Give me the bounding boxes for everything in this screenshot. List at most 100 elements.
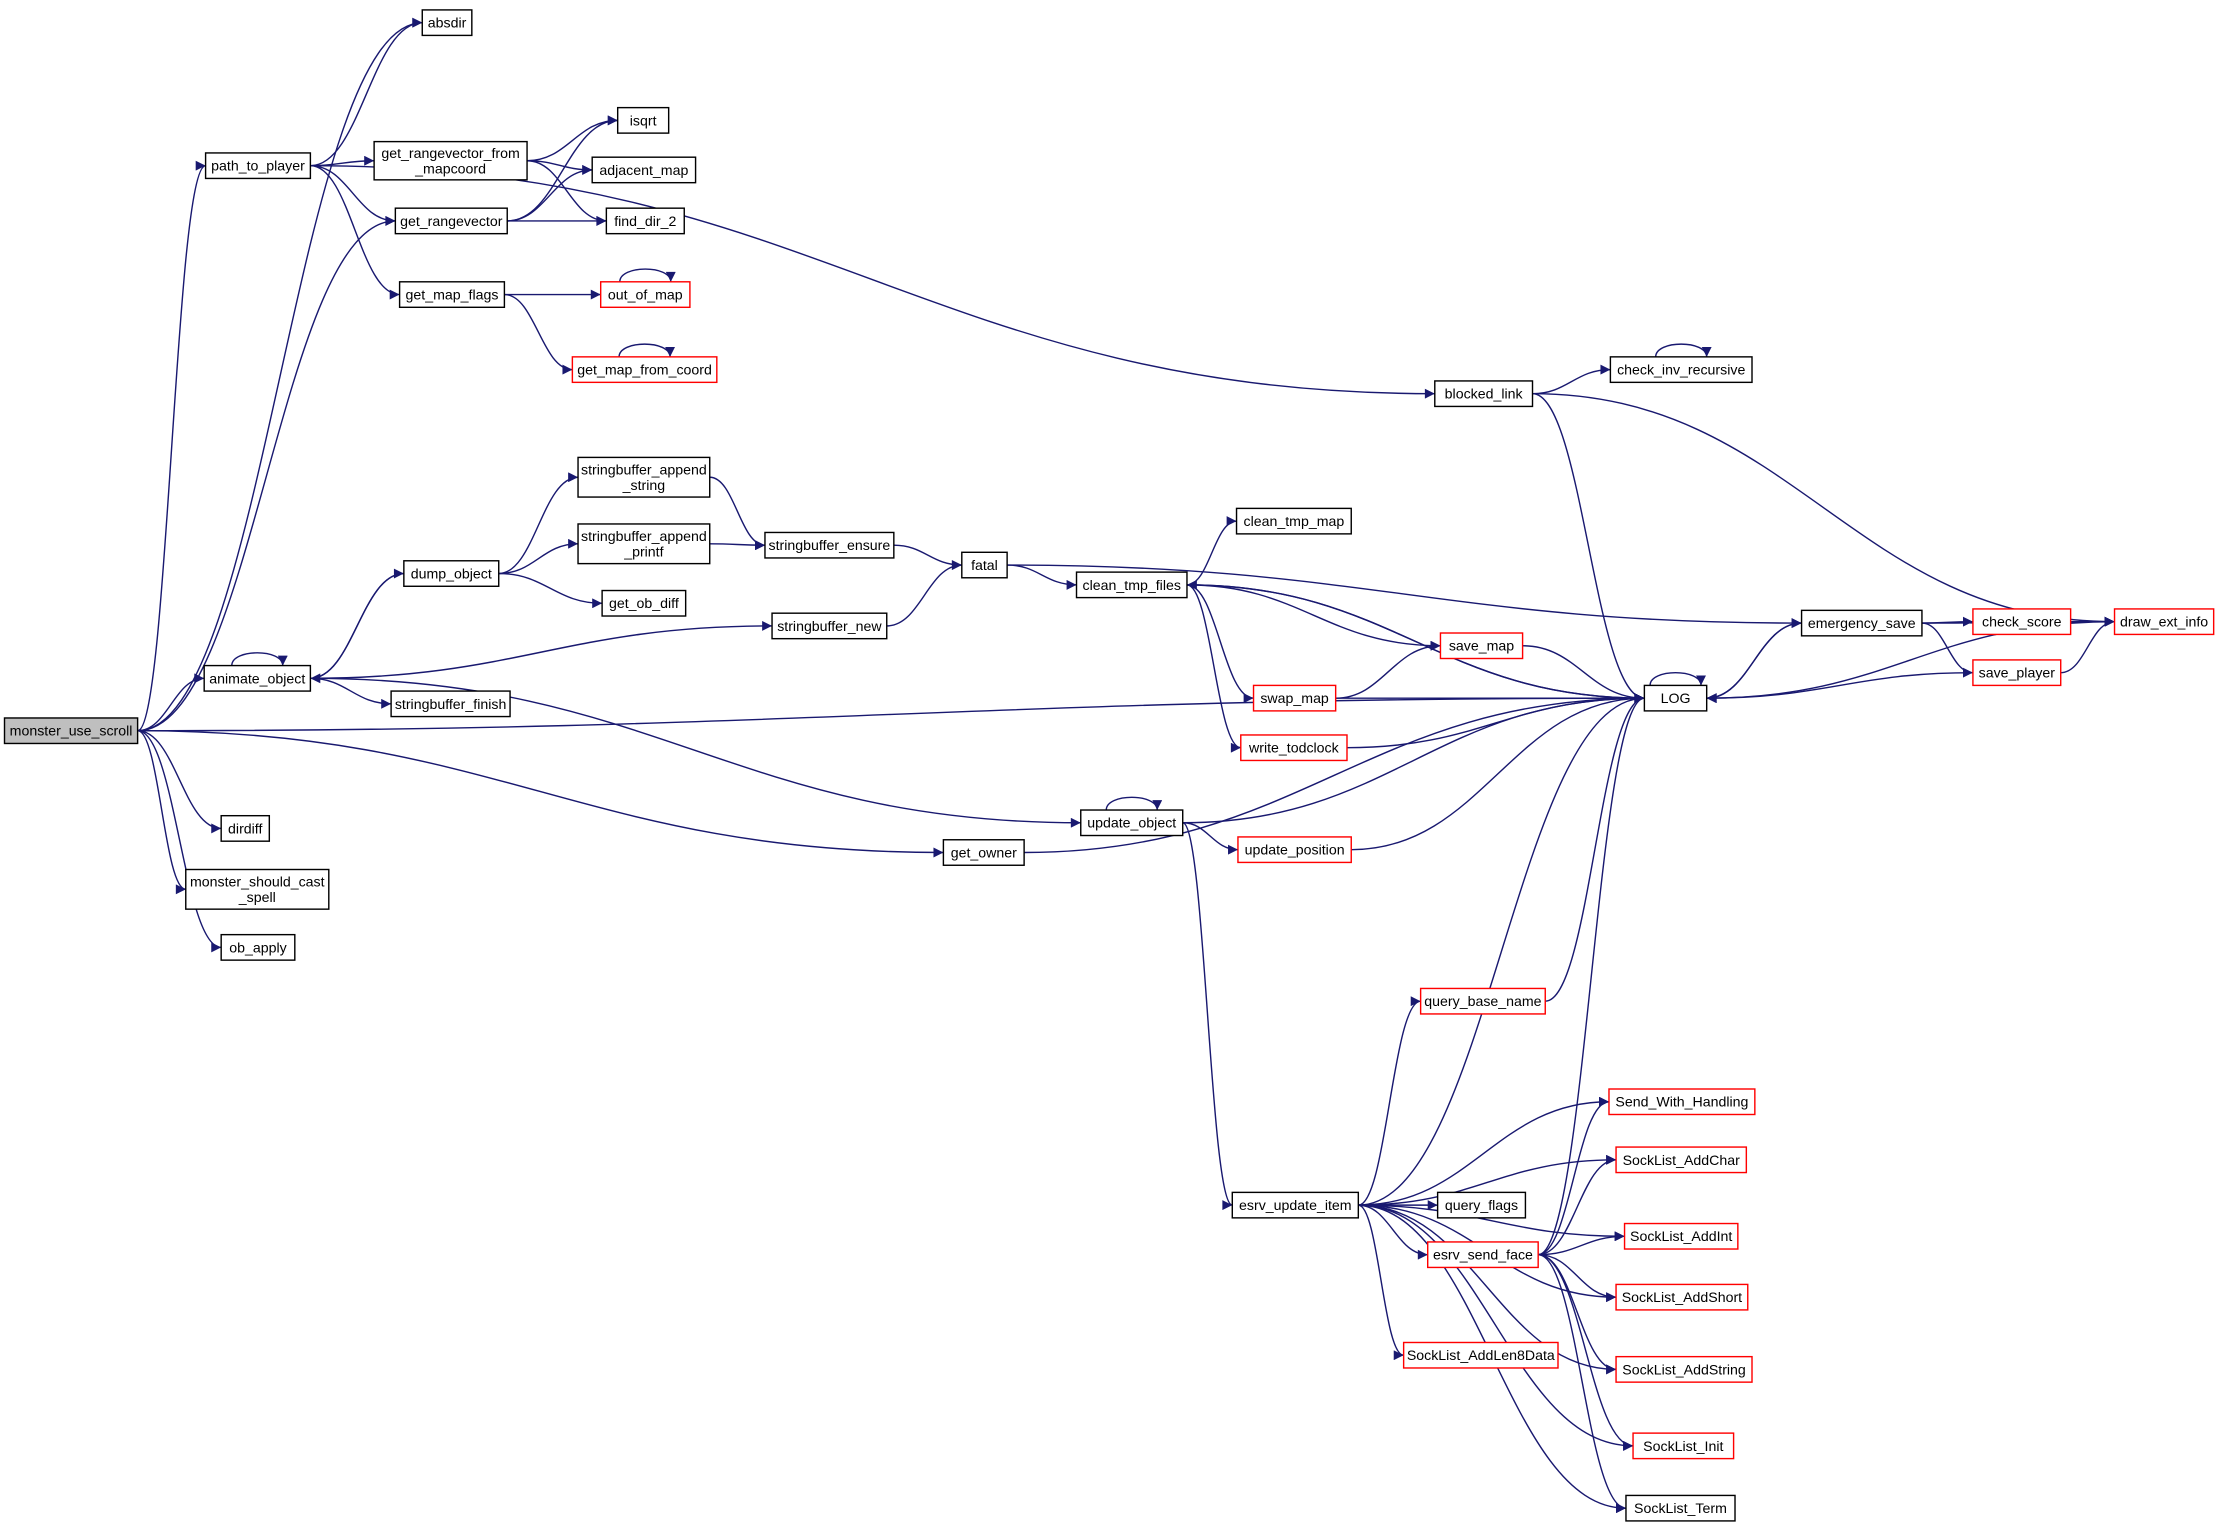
node-update-position[interactable]: update_position <box>1237 836 1352 864</box>
node-update-object[interactable]: update_object <box>1080 809 1184 837</box>
node-check-inv-recursive[interactable]: check_inv_recursive <box>1609 356 1753 384</box>
node-get-ob-diff[interactable]: get_ob_diff <box>601 589 687 617</box>
node-box <box>1075 571 1188 599</box>
edge-blocked-link-to-check-inv-recursive <box>1532 364 1611 395</box>
node-label: stringbuffer_ensure <box>769 538 891 554</box>
node-out-of-map[interactable]: out_of_map <box>599 281 691 309</box>
node-adjacent-map[interactable]: adjacent_map <box>591 156 697 184</box>
node-box <box>1972 608 2072 636</box>
node-box <box>390 690 511 718</box>
edge-esrv-send-face-to-socklist-term <box>1538 1253 1627 1514</box>
node-socklist-addlen8data[interactable]: SockList_AddLen8Data <box>1402 1341 1559 1369</box>
node-emergency-save[interactable]: emergency_save <box>1800 609 1923 637</box>
node-label: SockList_AddShort <box>1622 1290 1742 1306</box>
node-socklist-term[interactable]: SockList_Term <box>1625 1494 1736 1522</box>
node-find-dir-2[interactable]: find_dir_2 <box>605 207 685 235</box>
node-get-map-from-coord[interactable]: get_map_from_coord <box>571 356 718 384</box>
node-esrv-send-face[interactable]: esrv_send_face <box>1427 1241 1539 1269</box>
node-esrv-update-item[interactable]: esrv_update_item <box>1231 1191 1360 1219</box>
node-box <box>616 106 670 134</box>
node-socklist-addstring[interactable]: SockList_AddString <box>1615 1355 1753 1383</box>
node-write-todclock[interactable]: write_todclock <box>1240 734 1348 762</box>
edge-clean-tmp-files-to-swap-map <box>1186 584 1254 704</box>
node-socklist-addchar[interactable]: SockList_AddChar <box>1615 1146 1748 1174</box>
edge-emergency-save-to-log <box>1706 622 1802 704</box>
node-query-flags[interactable]: query_flags <box>1436 1191 1527 1219</box>
node-label: stringbuffer_new <box>777 619 882 635</box>
node-path-to-player[interactable]: path_to_player <box>204 152 312 180</box>
node-stringbuffer-finish[interactable]: stringbuffer_finish <box>390 690 511 718</box>
node-label: get_ob_diff <box>609 596 679 612</box>
node-save-player[interactable]: save_player <box>1972 659 2062 687</box>
node-dirdiff[interactable]: dirdiff <box>220 814 271 842</box>
edge-monster-use-scroll-to-dirdiff <box>137 730 222 834</box>
node-label: get_rangevector_from <box>381 146 520 162</box>
edge-dump-object-to-stringbuffer-append-string <box>498 472 579 575</box>
node-monster-should-cast-spell[interactable]: monster_should_cast_spell <box>185 868 330 910</box>
node-label: Send_With_Handling <box>1615 1095 1748 1111</box>
node-label: LOG <box>1661 691 1691 707</box>
node-label: emergency_save <box>1808 616 1916 632</box>
node-stringbuffer-append-string[interactable]: stringbuffer_append_string <box>577 456 711 498</box>
node-stringbuffer-new[interactable]: stringbuffer_new <box>771 612 888 640</box>
edge-update-object-to-esrv-update-item <box>1182 822 1233 1210</box>
node-get-map-flags[interactable]: get_map_flags <box>398 281 506 309</box>
node-monster-use-scroll[interactable]: monster_use_scroll <box>3 717 139 745</box>
node-box <box>220 933 296 961</box>
node-box <box>571 356 718 384</box>
node-log[interactable]: LOG <box>1643 684 1708 712</box>
edge-esrv-update-item-to-socklist-addlen8data <box>1358 1204 1404 1361</box>
edge-path-to-player-to-blocked-link <box>310 164 1435 399</box>
node-socklist-addshort[interactable]: SockList_AddShort <box>1615 1283 1749 1311</box>
node-get-rangevector-from-mapcoord[interactable]: get_rangevector_from_mapcoord <box>373 140 528 181</box>
node-label: ob_apply <box>229 940 287 956</box>
node-box <box>1080 809 1184 837</box>
node-label: write_todclock <box>1248 741 1340 757</box>
node-socklist-addint[interactable]: SockList_AddInt <box>1623 1222 1739 1250</box>
node-blocked-link[interactable]: blocked_link <box>1434 380 1534 408</box>
node-stringbuffer-ensure[interactable]: stringbuffer_ensure <box>764 531 895 559</box>
node-isqrt[interactable]: isqrt <box>616 106 670 134</box>
node-label: dirdiff <box>228 821 262 837</box>
edge-animate-object-to-stringbuffer-finish <box>310 677 392 709</box>
node-label: path_to_player <box>211 159 305 175</box>
node-query-base-name[interactable]: query_base_name <box>1419 987 1546 1015</box>
node-box <box>577 523 711 565</box>
node-clean-tmp-map[interactable]: clean_tmp_map <box>1235 507 1352 535</box>
node-animate-object[interactable]: animate_object <box>203 664 312 692</box>
node-socklist-init[interactable]: SockList_Init <box>1632 1432 1735 1460</box>
node-clean-tmp-files[interactable]: clean_tmp_files <box>1075 571 1188 599</box>
edge-update-object-to-log <box>1182 693 1645 824</box>
edge-get-rangevector-to-adjacent-map <box>507 164 593 222</box>
edge-blocked-link-to-draw-ext-info <box>1532 392 2115 627</box>
node-box <box>771 612 888 640</box>
node-swap-map[interactable]: swap_map <box>1252 684 1337 712</box>
edge-get-map-flags-to-get-map-from-coord <box>504 293 573 375</box>
node-ob-apply[interactable]: ob_apply <box>220 933 296 961</box>
node-get-rangevector[interactable]: get_rangevector <box>394 207 508 235</box>
node-stringbuffer-append-printf[interactable]: stringbuffer_append_printf <box>577 523 711 565</box>
node-get-owner[interactable]: get_owner <box>942 839 1025 866</box>
edge-stringbuffer-ensure-to-fatal <box>893 544 962 570</box>
node-absdir[interactable]: absdir <box>421 9 473 37</box>
node-draw-ext-info[interactable]: draw_ext_info <box>2113 608 2215 636</box>
node-label: _mapcoord <box>414 161 486 177</box>
node-box <box>2113 608 2215 636</box>
node-save-map[interactable]: save_map <box>1439 632 1524 660</box>
node-send-with-handling[interactable]: Send_With_Handling <box>1608 1088 1756 1116</box>
node-box <box>1235 507 1352 535</box>
node-check-score[interactable]: check_score <box>1972 608 2072 636</box>
edge-monster-use-scroll-to-monster-should-cast-spell <box>137 730 187 895</box>
node-box <box>203 664 312 692</box>
node-label: monster_use_scroll <box>10 724 133 740</box>
node-label: get_map_from_coord <box>577 363 712 379</box>
node-label: save_player <box>1979 666 2056 682</box>
edge-update-position-to-log <box>1351 693 1645 851</box>
edge-out-of-map-to-out-of-map <box>619 268 676 282</box>
edge-clean-tmp-files-to-write-todclock <box>1186 584 1242 753</box>
edge-monster-use-scroll-to-ob-apply <box>137 730 222 953</box>
edge-monster-use-scroll-to-animate-object <box>137 673 205 732</box>
node-fatal[interactable]: fatal <box>961 551 1008 579</box>
node-label: find_dir_2 <box>614 214 676 230</box>
node-dump-object[interactable]: dump_object <box>403 560 500 587</box>
